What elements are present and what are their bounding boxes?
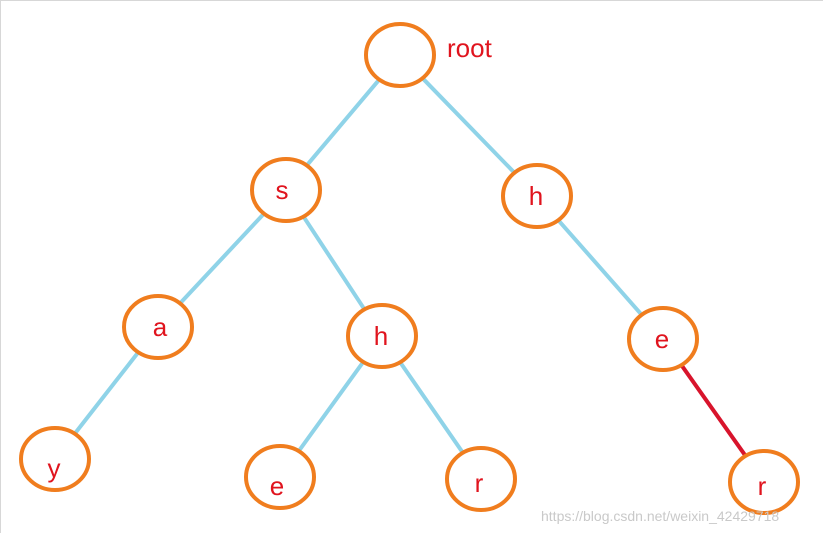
node-circle-y xyxy=(19,426,91,492)
tree-node-a: a xyxy=(122,294,194,360)
tree-node-r2: r xyxy=(728,449,800,515)
node-label-e1: e xyxy=(655,324,669,354)
node-circle-r1 xyxy=(445,446,517,512)
tree-node-h2: h xyxy=(346,303,418,369)
tree-node-root xyxy=(364,22,436,88)
edge-h2-e2 xyxy=(296,359,366,454)
node-label-s: s xyxy=(276,175,289,205)
edge-e1-r2 xyxy=(679,363,748,458)
edge-s-h2 xyxy=(301,214,367,312)
node-label-r2: r xyxy=(758,471,767,501)
edge-h2-r1 xyxy=(398,360,465,455)
node-label-r1: r xyxy=(475,468,484,498)
edge-h1-e1 xyxy=(556,218,644,317)
node-label-h1: h xyxy=(529,181,543,211)
node-label-a: a xyxy=(153,312,168,342)
edge-a-y xyxy=(72,350,141,436)
watermark-text: https://blog.csdn.net/weixin_42429718 xyxy=(541,508,779,524)
edge-root-s xyxy=(304,77,382,168)
tree-node-e2: e xyxy=(244,444,316,510)
node-circle-h2 xyxy=(346,303,418,369)
tree-node-e1: e xyxy=(627,306,699,372)
edges-layer xyxy=(72,76,748,458)
node-circle-e1 xyxy=(627,306,699,372)
node-circle-h1 xyxy=(501,163,573,229)
node-circle-e2 xyxy=(244,444,316,510)
tree-node-h1: h xyxy=(501,163,573,229)
node-label-h2: h xyxy=(374,321,388,351)
edge-s-a xyxy=(178,211,266,306)
node-circle-a xyxy=(122,294,194,360)
tree-node-r1: r xyxy=(445,446,517,512)
node-circle-s xyxy=(250,157,322,223)
node-circle-root xyxy=(364,22,436,88)
nodes-layer: s h a h e y e r r xyxy=(19,22,800,515)
node-label-y: y xyxy=(48,453,61,483)
edge-root-h1 xyxy=(420,76,517,175)
root-label: root xyxy=(447,33,493,63)
node-label-e2: e xyxy=(270,471,284,501)
node-circle-r2 xyxy=(728,449,800,515)
tree-node-y: y xyxy=(19,426,91,492)
tree-node-s: s xyxy=(250,157,322,223)
